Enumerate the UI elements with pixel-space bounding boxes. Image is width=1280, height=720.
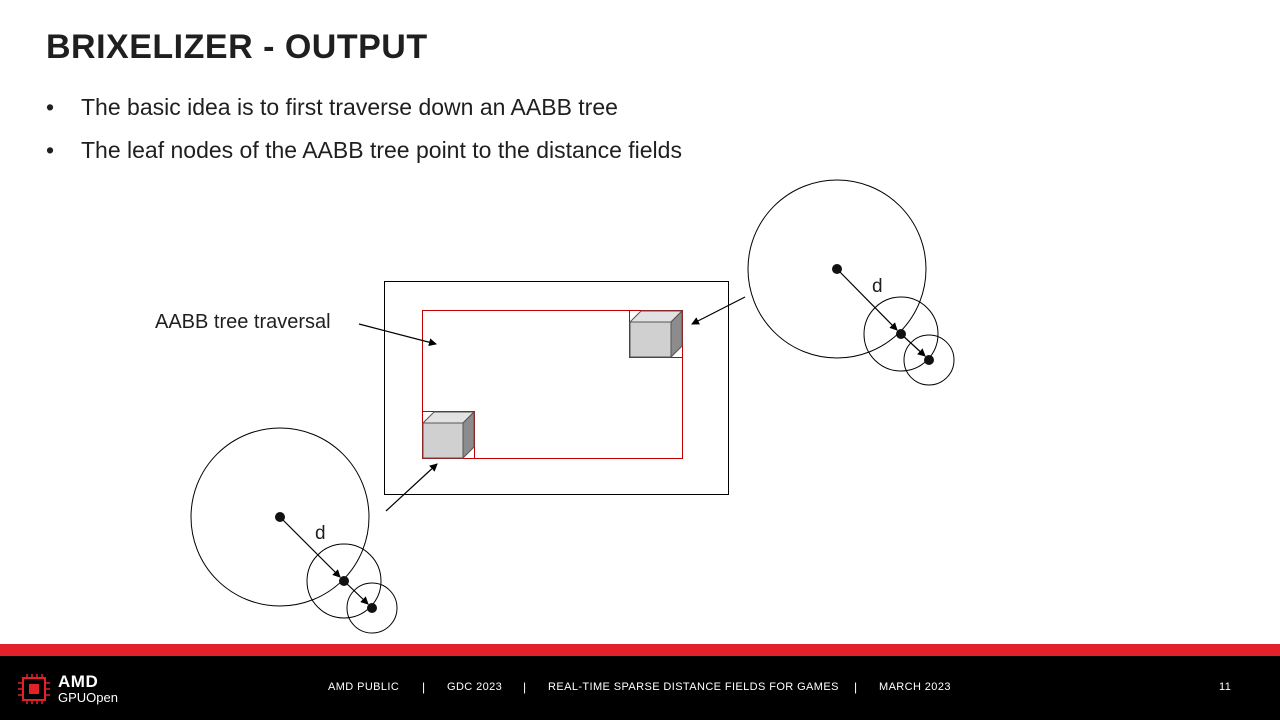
bullet-marker: • bbox=[46, 137, 55, 163]
logo-amd-text: AMD bbox=[58, 672, 99, 691]
traversal-label: AABB tree traversal bbox=[155, 311, 331, 333]
child-aabb-box bbox=[422, 310, 683, 459]
bullet-text: The basic idea is to first traverse down… bbox=[81, 94, 618, 120]
footer-talk-title: REAL-TIME SPARSE DISTANCE FIELDS FOR GAM… bbox=[548, 681, 839, 693]
footer-separator: | bbox=[422, 680, 426, 694]
page-number: 11 bbox=[1219, 681, 1232, 693]
footer-classification: AMD PUBLIC bbox=[328, 681, 400, 693]
leaf-cube-top-right bbox=[628, 309, 684, 359]
chip-icon bbox=[18, 674, 50, 704]
traversal-arrow bbox=[358, 323, 437, 347]
bullet-text: The leaf nodes of the AABB tree point to… bbox=[81, 137, 682, 163]
bullet-marker: • bbox=[46, 94, 55, 120]
logo-gpuopen-text: GPUOpen bbox=[58, 690, 118, 705]
footer-separator: | bbox=[523, 680, 527, 694]
root-aabb-box bbox=[384, 281, 729, 495]
leaf-cube-bottom-left bbox=[421, 410, 476, 460]
footer-date: MARCH 2023 bbox=[879, 681, 951, 693]
footer-separator: | bbox=[854, 680, 858, 694]
bullet-item: • The leaf nodes of the AABB tree point … bbox=[46, 129, 682, 172]
footer-bar: AMD GPUOpen AMD PUBLIC | GDC 2023 | REAL… bbox=[0, 656, 1280, 720]
footer-accent-stripe bbox=[0, 644, 1280, 656]
aabb-diagram bbox=[190, 179, 955, 634]
distance-label-top: d bbox=[872, 276, 883, 297]
distance-field-bottom-left bbox=[190, 427, 398, 634]
bullet-list: • The basic idea is to first traverse do… bbox=[46, 86, 682, 172]
bullet-item: • The basic idea is to first traverse do… bbox=[46, 86, 682, 129]
leaf-pointer-arrow-top bbox=[691, 296, 746, 325]
distance-label-bottom: d bbox=[315, 523, 326, 544]
distance-field-top-right bbox=[747, 179, 955, 386]
amd-gpuopen-logo: AMD GPUOpen bbox=[18, 672, 128, 706]
footer-event: GDC 2023 bbox=[447, 681, 503, 693]
leaf-pointer-arrow-bottom bbox=[385, 463, 438, 512]
slide-title: BRIXELIZER - OUTPUT bbox=[46, 28, 428, 66]
